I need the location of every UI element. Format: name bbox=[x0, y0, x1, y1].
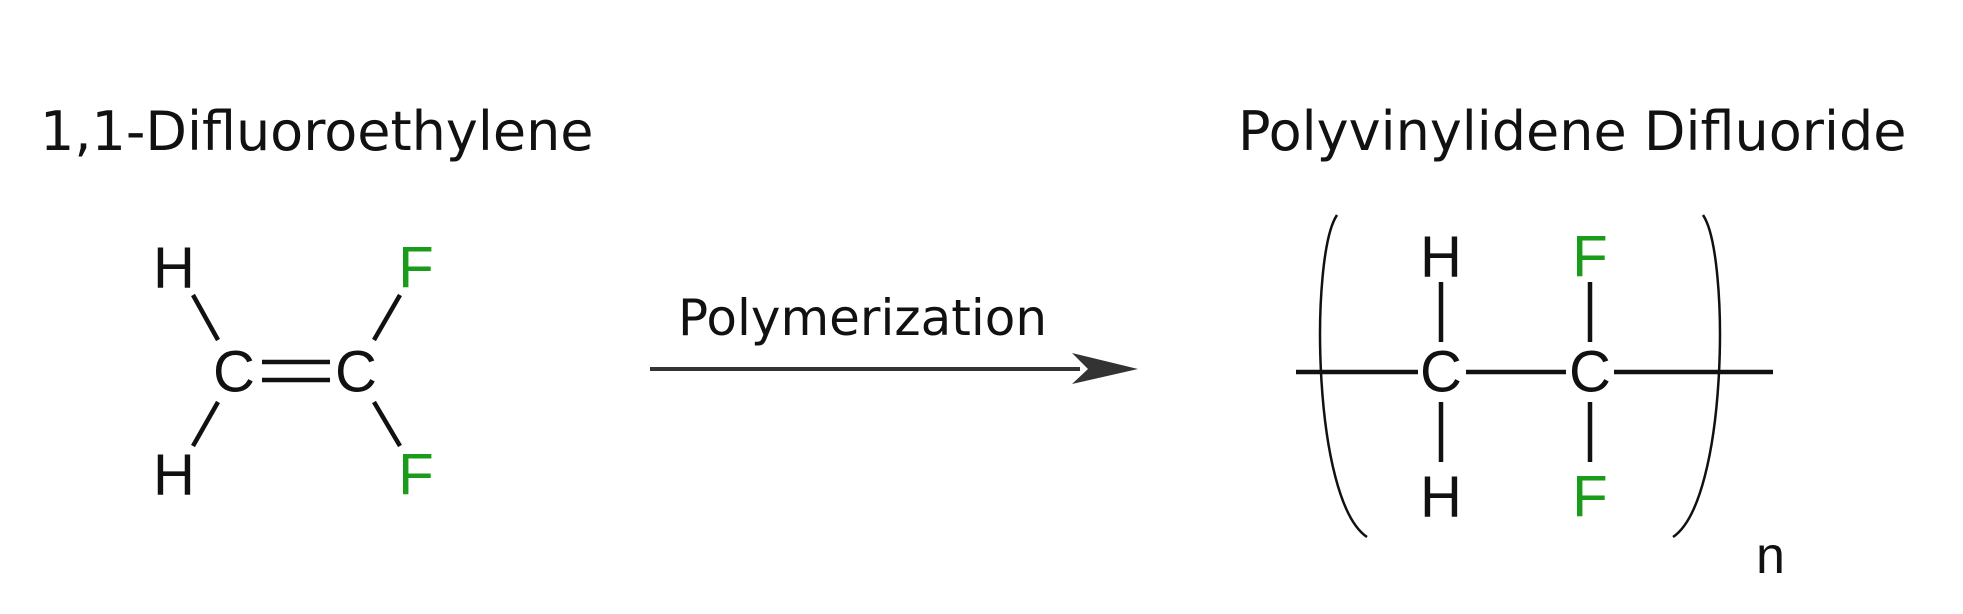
polymer-bracket-left bbox=[1318, 214, 1368, 539]
polymer-structure: Polyvinylidene Difluoride H C H F C F n bbox=[1238, 100, 1906, 585]
reaction-arrow-head bbox=[1072, 353, 1138, 384]
polymer-atom-h-top: H bbox=[1420, 225, 1462, 290]
monomer-atom-c-left: C bbox=[213, 340, 255, 405]
reaction-arrow-group: Polymerization bbox=[650, 289, 1138, 384]
polymer-title: Polyvinylidene Difluoride bbox=[1238, 100, 1906, 163]
monomer-bond-c-h-bottom bbox=[191, 400, 220, 448]
polymer-atom-f-top: F bbox=[1572, 225, 1607, 290]
monomer-title: 1,1-Difluoroethylene bbox=[40, 100, 594, 163]
polymer-atom-c-left: C bbox=[1420, 340, 1462, 405]
polymer-atom-h-bottom: H bbox=[1420, 465, 1462, 530]
monomer-bond-c-f-bottom bbox=[372, 400, 402, 448]
reaction-label: Polymerization bbox=[678, 289, 1047, 347]
polymer-repeat-subscript: n bbox=[1756, 527, 1785, 585]
monomer-bond-c-f-top bbox=[372, 293, 402, 342]
monomer-atom-h-bottom: H bbox=[153, 443, 195, 508]
monomer-atom-f-bottom: F bbox=[398, 443, 433, 508]
monomer-atom-c-right: C bbox=[335, 340, 377, 405]
polymer-bracket-right bbox=[1672, 214, 1722, 539]
monomer-bond-h-top-c bbox=[191, 293, 220, 342]
monomer-atom-f-top: F bbox=[398, 236, 433, 301]
monomer-atom-h-top: H bbox=[153, 236, 195, 301]
monomer-structure: 1,1-Difluoroethylene H H C C F F bbox=[40, 100, 594, 508]
polymer-atom-f-bottom: F bbox=[1572, 465, 1607, 530]
polymer-atom-c-right: C bbox=[1569, 340, 1611, 405]
